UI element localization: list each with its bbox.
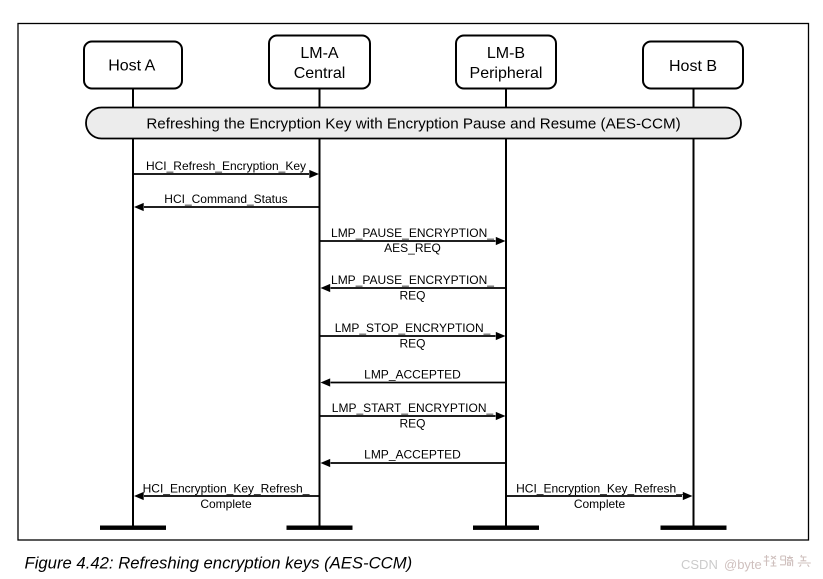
svg-text:LM-A: LM-A [300,45,339,62]
svg-text:Complete: Complete [200,497,252,511]
svg-text:Peripheral: Peripheral [470,65,543,82]
svg-text:LMP_START_ENCRYPTION_: LMP_START_ENCRYPTION_ [332,401,494,415]
svg-text:LMP_ACCEPTED: LMP_ACCEPTED [364,367,461,381]
svg-text:HCI_Encryption_Key_Refresh_: HCI_Encryption_Key_Refresh_ [516,482,683,496]
svg-text:AES_REQ: AES_REQ [384,241,441,255]
svg-text:HCI_Command_Status: HCI_Command_Status [164,192,287,206]
svg-text:CSDN: CSDN [681,557,718,572]
svg-text:HCI_Refresh_Encryption_Key: HCI_Refresh_Encryption_Key [146,159,306,173]
svg-text:HCI_Encryption_Key_Refresh_: HCI_Encryption_Key_Refresh_ [143,482,310,496]
svg-text:Host B: Host B [669,58,717,75]
svg-text:Host A: Host A [108,58,155,75]
svg-text:LMP_PAUSE_ENCRYPTION_: LMP_PAUSE_ENCRYPTION_ [331,273,494,287]
svg-text:@byte: @byte [724,557,762,572]
svg-text:LMP_PAUSE_ENCRYPTION_: LMP_PAUSE_ENCRYPTION_ [331,226,494,240]
svg-text:LMP_ACCEPTED: LMP_ACCEPTED [364,448,461,462]
svg-text:Central: Central [294,65,346,82]
svg-text:Refreshing the Encryption Key: Refreshing the Encryption Key with Encry… [146,116,680,133]
svg-text:LMP_STOP_ENCRYPTION_: LMP_STOP_ENCRYPTION_ [335,321,491,335]
svg-text:REQ: REQ [399,289,425,303]
svg-text:REQ: REQ [399,417,425,431]
svg-text:Complete: Complete [574,497,626,511]
svg-text:Figure 4.42: Refreshing encryp: Figure 4.42: Refreshing encryption keys … [25,553,413,572]
svg-text:REQ: REQ [399,337,425,351]
svg-text:LM-B: LM-B [487,45,525,62]
